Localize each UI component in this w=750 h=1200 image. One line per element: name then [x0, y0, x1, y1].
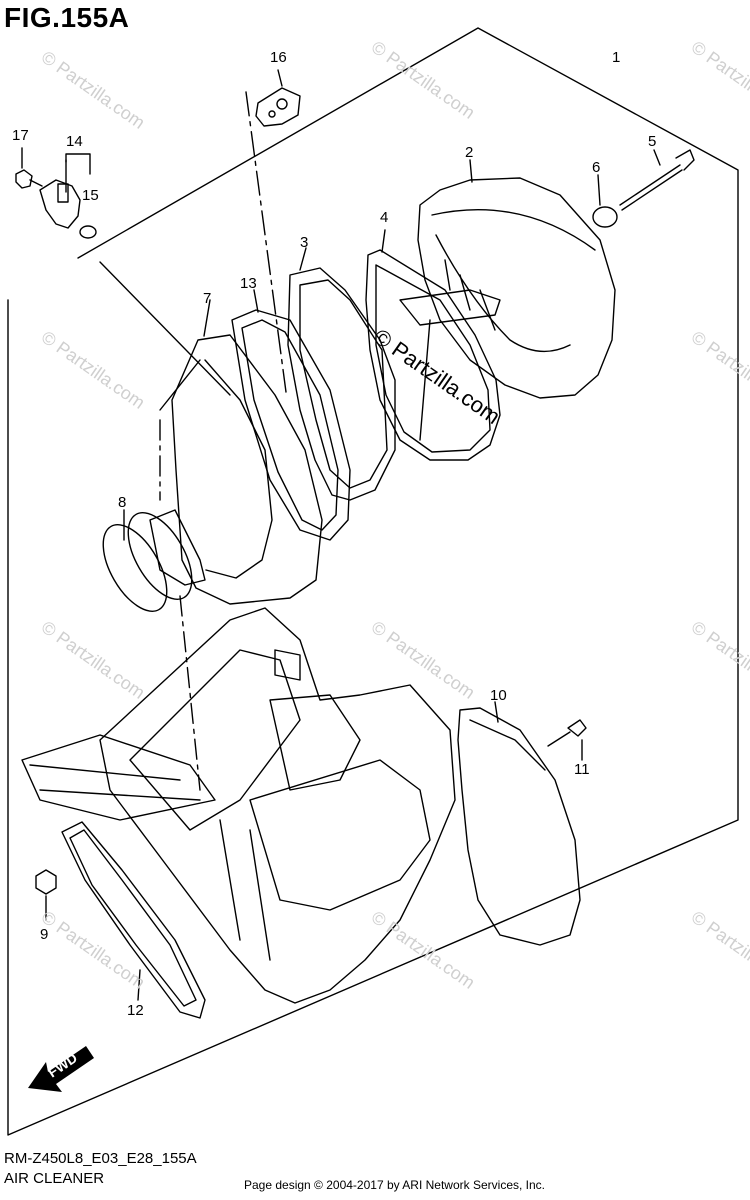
fwd-arrow: FWD	[28, 1046, 94, 1092]
part-12-rubber-gasket	[61, 821, 206, 1019]
watermark: © Partzilla.com	[38, 907, 149, 993]
callout-11: 11	[574, 761, 590, 778]
callout-5: 5	[648, 133, 656, 150]
callout-13: 13	[240, 275, 257, 292]
callout-3: 3	[300, 234, 308, 251]
part-5-bolt	[619, 164, 681, 206]
callout-9: 9	[40, 926, 48, 943]
watermark: © Partzilla.com	[368, 907, 479, 993]
callout-10: 10	[490, 687, 507, 704]
watermark: © Partzilla.com	[688, 907, 750, 993]
callout-16: 16	[270, 49, 287, 66]
figure-name: AIR CLEANER	[4, 1170, 105, 1187]
callout-8: 8	[118, 494, 126, 511]
figure-title: FIG.155A	[4, 2, 130, 33]
callout-14: 14	[66, 133, 83, 150]
part-10-side-cover	[457, 707, 581, 946]
assembly-frame	[7, 27, 739, 1136]
part-3-plate	[287, 267, 396, 501]
part-14-sensor	[39, 179, 81, 229]
part-6-washer	[592, 206, 618, 228]
callout-12: 12	[127, 1002, 144, 1019]
part-13-gasket	[231, 309, 351, 541]
watermark: © Partzilla.com	[688, 327, 750, 413]
part-9-nut	[35, 869, 57, 895]
callout-17: 17	[12, 127, 29, 144]
part-7-intake-boot	[171, 334, 323, 605]
watermark: © Partzilla.com	[368, 37, 479, 123]
watermark: © Partzilla.com	[38, 617, 149, 703]
watermark-center: © Partzilla.com	[369, 324, 505, 430]
watermark: © Partzilla.com	[688, 37, 750, 123]
watermark: © Partzilla.com	[38, 327, 149, 413]
watermark: © Partzilla.com	[38, 47, 149, 133]
part-4-filter-cage	[365, 249, 501, 461]
callout-7: 7	[203, 290, 211, 307]
part-16-bracket	[255, 87, 301, 127]
callout-4: 4	[380, 209, 388, 226]
callout-6: 6	[592, 159, 600, 176]
part-8-clamp	[102, 524, 168, 612]
callout-2: 2	[465, 144, 473, 161]
copyright-notice: Page design © 2004-2017 by ARI Network S…	[244, 1178, 546, 1192]
part-11-screw	[567, 719, 587, 737]
callout-1: 1	[612, 49, 620, 66]
part-15-oring	[79, 225, 97, 239]
side-flap	[21, 734, 216, 821]
part-2-filter-element	[417, 177, 616, 399]
figure-code: RM-Z450L8_E03_E28_155A	[4, 1150, 197, 1167]
callout-15: 15	[82, 187, 99, 204]
part-17-bolt	[15, 169, 33, 189]
main-air-box	[99, 607, 456, 1004]
watermark: © Partzilla.com	[688, 617, 750, 703]
